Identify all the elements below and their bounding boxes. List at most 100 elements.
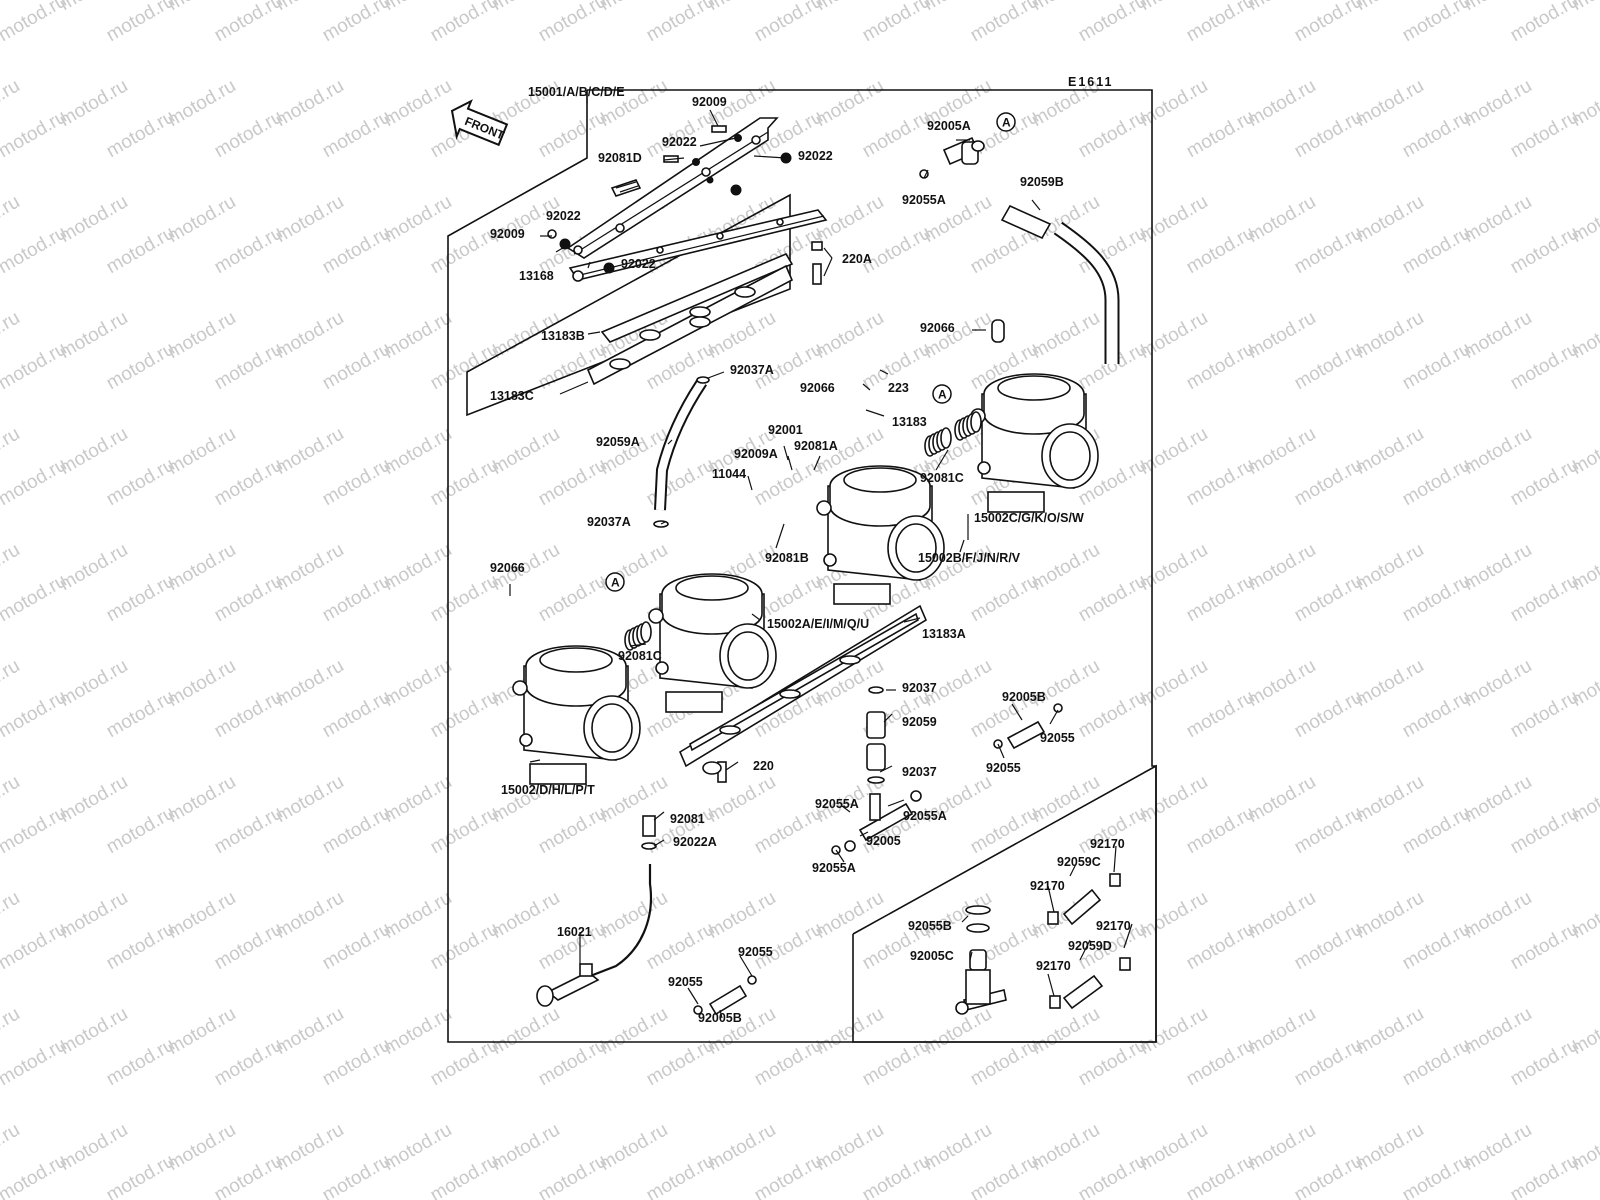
watermark-text: motod.ru [1507,918,1582,974]
watermark-text: motod.ru [1075,1150,1150,1200]
part-number-label: 13183 [892,415,927,429]
leader-line [587,261,591,269]
watermark-text: motod.ru [1507,106,1582,162]
watermark-text: motod.ru [1183,1150,1258,1200]
watermark-text: motod.ru [1291,1150,1366,1200]
callout-marker-a: A [605,572,625,592]
leader-line [747,475,753,491]
throttle-linkage-bracket [566,117,779,259]
watermark-text: motod.ru [1183,106,1258,162]
part-number-label: 15002C/G/K/O/S/W [974,511,1084,525]
part-number-label: 15002A/E/I/M/Q/U [767,617,869,631]
watermark-text: motod.ru [0,918,70,974]
gasket-13183a [678,604,928,768]
part-number-label: 92009 [490,227,525,241]
leader-line [923,169,929,179]
watermark-text: motod.ru [427,918,502,974]
watermark-text: motod.ru [103,570,178,626]
part-number-label: 13183C [490,389,534,403]
part-number-label: 92066 [490,561,525,575]
watermark-text: motod.ru [535,454,610,510]
watermark-text: motod.ru [0,222,70,278]
watermark-text: motod.ru [1291,918,1366,974]
part-number-label: 16021 [557,925,592,939]
watermark-text: motod.ru [0,1003,24,1059]
part-number-label: 92001 [768,423,803,437]
carburetor-body [648,573,777,713]
fuel-hose-92059a [653,376,710,528]
fuel-hose-92059b [991,204,1120,364]
part-number-label: 92059C [1057,855,1101,869]
watermark-text: motod.ru [535,1150,610,1200]
part-number-label: 92081A [794,439,838,453]
watermark-text: motod.ru [1399,570,1474,626]
leader-line [753,155,787,159]
part-number-label: 15002/D/H/L/P/T [501,783,595,797]
leader-line [887,799,905,807]
part-number-label: 92009 [692,95,727,109]
leader-line [783,445,789,461]
leader-line [719,1009,723,1019]
watermark-text: motod.ru [859,222,934,278]
watermark-text: motod.ru [103,106,178,162]
watermark-text: motod.ru [1183,686,1258,742]
part-number-label: 92005 [866,834,901,848]
part-number-label: 15002B/F/J/N/R/V [918,551,1021,565]
part-number-label: 92170 [1030,879,1065,893]
leader-line [813,455,821,471]
part-number-label: 92055A [902,193,946,207]
watermark-text: motod.ru [1183,222,1258,278]
part-number-label: 92005C [910,949,954,963]
leader-line [883,713,893,723]
watermark-text: motod.ru [1075,686,1150,742]
part-number-label: 220 [753,759,774,773]
watermark-text: motod.ru [211,1150,286,1200]
carburetor-bodies [512,373,1099,785]
leader-line [823,257,833,277]
watermark-text: motod.ru [1183,338,1258,394]
part-number-label: 92066 [800,381,835,395]
part-number-label: 92005A [927,119,971,133]
watermark-text: motod.ru [319,1034,394,1090]
part-number-label: 92005B [698,1011,742,1025]
drain-assembly [955,873,1131,1015]
watermark-text: motod.ru [0,802,70,858]
leader-line [787,455,793,471]
watermark-text: motod.ru [0,454,70,510]
watermark-text: motod.ru [751,1150,826,1200]
watermark-text: motod.ru [1183,918,1258,974]
part-number-label: 92037A [730,363,774,377]
watermark-text: motod.ru [751,454,826,510]
leader-line [961,915,969,923]
watermark-text: motod.ru [0,887,24,943]
part-number-label: 92081C [618,649,662,663]
watermark-text: motod.ru [427,570,502,626]
part-number-label: 92081D [598,151,642,165]
leader-line [1113,845,1117,873]
part-number-label: 92055A [903,809,947,823]
part-number-label: 15001/A/B/C/D/E [528,85,625,99]
leader-line [865,409,885,417]
part-number-label: 92170 [1036,959,1071,973]
part-number-label: 92059D [1068,939,1112,953]
part-number-label: 92081B [765,551,809,565]
watermark-text: motod.ru [0,338,70,394]
leader-line [859,831,869,837]
watermark-text: motod.ru [1507,570,1582,626]
watermark-text: motod.ru [1399,338,1474,394]
watermark-text: motod.ru [0,1150,70,1200]
watermark-text: motod.ru [1399,454,1474,510]
watermark-text: motod.ru [103,338,178,394]
watermark-text: motod.ru [103,918,178,974]
watermark-text: motod.ru [211,454,286,510]
watermark-text: motod.ru [211,802,286,858]
watermark-text: motod.ru [103,0,178,46]
leader-line [1047,885,1055,913]
svg-text:A: A [611,576,620,590]
watermark-text: motod.ru [0,771,24,827]
part-number-label: 92055 [738,945,773,959]
watermark-text: motod.ru [1183,454,1258,510]
watermark-text: motod.ru [211,338,286,394]
